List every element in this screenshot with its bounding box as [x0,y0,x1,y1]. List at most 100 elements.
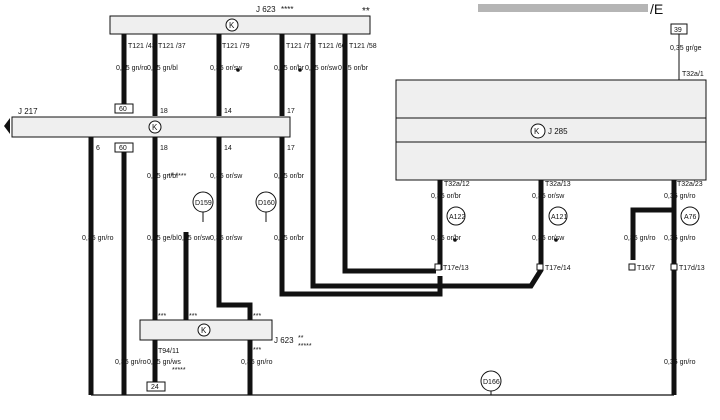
j217-pin: 14 [224,145,232,152]
wire-spec: 0,35 gn/ro [115,359,147,366]
wire-spec: 0,35 gn/ro [664,193,696,200]
j285-pin: T32a/23 [677,181,703,188]
stars: *** [253,313,261,320]
connector-pin [628,263,636,271]
j623-top-bar [109,15,371,35]
stars: *** [158,313,166,320]
box-label: 39 [674,27,682,34]
node-label: A76 [684,214,697,221]
j623-top-name: J 623 [256,5,276,14]
wire-spec: 0,35 gn/ro [241,359,273,366]
connector-label: T17e/13 [443,265,469,272]
marker-dot [298,68,302,72]
j623-bottom-stars: ***** [298,343,312,350]
j623-bottom-stars: ** [298,335,304,342]
connector-box-24 [146,381,166,392]
j217-symbol [148,120,162,134]
bottom-pin: T94/11 [158,348,179,355]
j217-pin: 18 [160,145,168,152]
wire-spec: 0,35 or/br [431,235,462,242]
cropped-header-text [478,4,648,12]
wire [310,34,437,289]
header-mark: ** [362,6,370,17]
header-cut-text: /E [650,1,663,17]
wire-spec: 0,35 or/sw [305,65,338,72]
stars: *** [189,313,197,320]
connector-pin [434,263,442,271]
wire-spec: 0,35 gn/ro [664,235,696,242]
node-a122 [446,206,466,226]
pin-label: T121 /58 [349,43,377,50]
j285-pin: T32a/1 [682,71,704,78]
j217-pin: 14 [224,108,232,115]
wire-spec: 0,35 or/sw [532,193,565,200]
wire [437,180,544,289]
wire-spec: 0,35 gn/ro [82,235,114,242]
splice-label: D159 [195,200,212,207]
box-label: 60 [119,145,127,152]
stars: *** [253,347,261,354]
wire-spec: 0,35 gn/bl [147,173,178,180]
j623-top-stars: **** [281,5,293,14]
marker-dot [554,238,558,242]
node-a76 [680,206,700,226]
box-label: 60 [119,106,127,113]
wire-spec: 0,35 or/sw [210,173,243,180]
connector-pin [536,263,544,271]
marker-dot [236,68,240,72]
wire-spec-stars: ** **** [168,173,187,180]
j217-name: J 217 [18,107,38,116]
wire-spec: 0,35 or/sw [532,235,565,242]
wire-spec: 0,35 gr/ge [670,45,702,52]
j285-block [395,79,707,181]
j623-top-symbol-label: K [229,21,235,30]
wire-spec: 0,35 or/br [274,173,305,180]
marker-dot [453,238,457,242]
j623-bottom-symbol [197,323,211,337]
wire-spec: 0,35 or/br [338,65,369,72]
j217-pin: 17 [287,108,295,115]
j623-bottom-symbol-label: K [201,326,207,335]
wire-spec: 0,35 or/sw [210,235,243,242]
wire-spec: 0,35 gn/ro [624,235,656,242]
splice-label: D166 [483,379,500,386]
node-label: A122 [449,214,465,221]
wire-spec: 0,35 gn/ro [664,359,696,366]
wire-spec-stars: ***** [172,367,186,374]
wire-spec: 0,35 or/br [274,65,305,72]
pin-label: T121 /79 [222,43,250,50]
node-label: A121 [551,214,567,221]
j623-top-symbol [225,18,239,32]
j285-name: J 285 [548,127,568,136]
wire [630,207,674,260]
connector-label: T16/7 [637,265,655,272]
wire-spec: 0,35 or/br [431,193,462,200]
j285-pin: T32a/13 [545,181,571,188]
wire [216,137,253,320]
wire-spec: 0,35 gn/ws [147,359,181,366]
pin-label: T121 /37 [158,43,186,50]
j623-bottom-name: J 623 [274,336,294,345]
connector-label: T17e/14 [545,265,571,272]
pin-label: T121 /60 [318,43,346,50]
splice-label: D160 [258,200,275,207]
wire-spec: 0,35 gn/ro [116,65,148,72]
j217-pin: 17 [287,145,295,152]
wire [342,34,436,274]
node-a121 [548,206,568,226]
wire-spec: 0,35 or/sw [210,65,243,72]
connector-label: T17d/13 [679,265,705,272]
wire-spec: 0,35 gn/bl [147,65,178,72]
j217-symbol-label: K [152,123,158,132]
wire-spec: 0,35 or/br [274,235,305,242]
wire-spec: 0,35 or/sw [178,235,211,242]
pin-label: T121 /77 [286,43,314,50]
connector-box-60 [114,103,134,114]
j285-pin: T32a/12 [444,181,470,188]
j217-pin: 18 [160,108,168,115]
arrow-left-icon [4,118,10,134]
pin-label: T121 /43 [128,43,156,50]
connector-pin [670,263,678,271]
